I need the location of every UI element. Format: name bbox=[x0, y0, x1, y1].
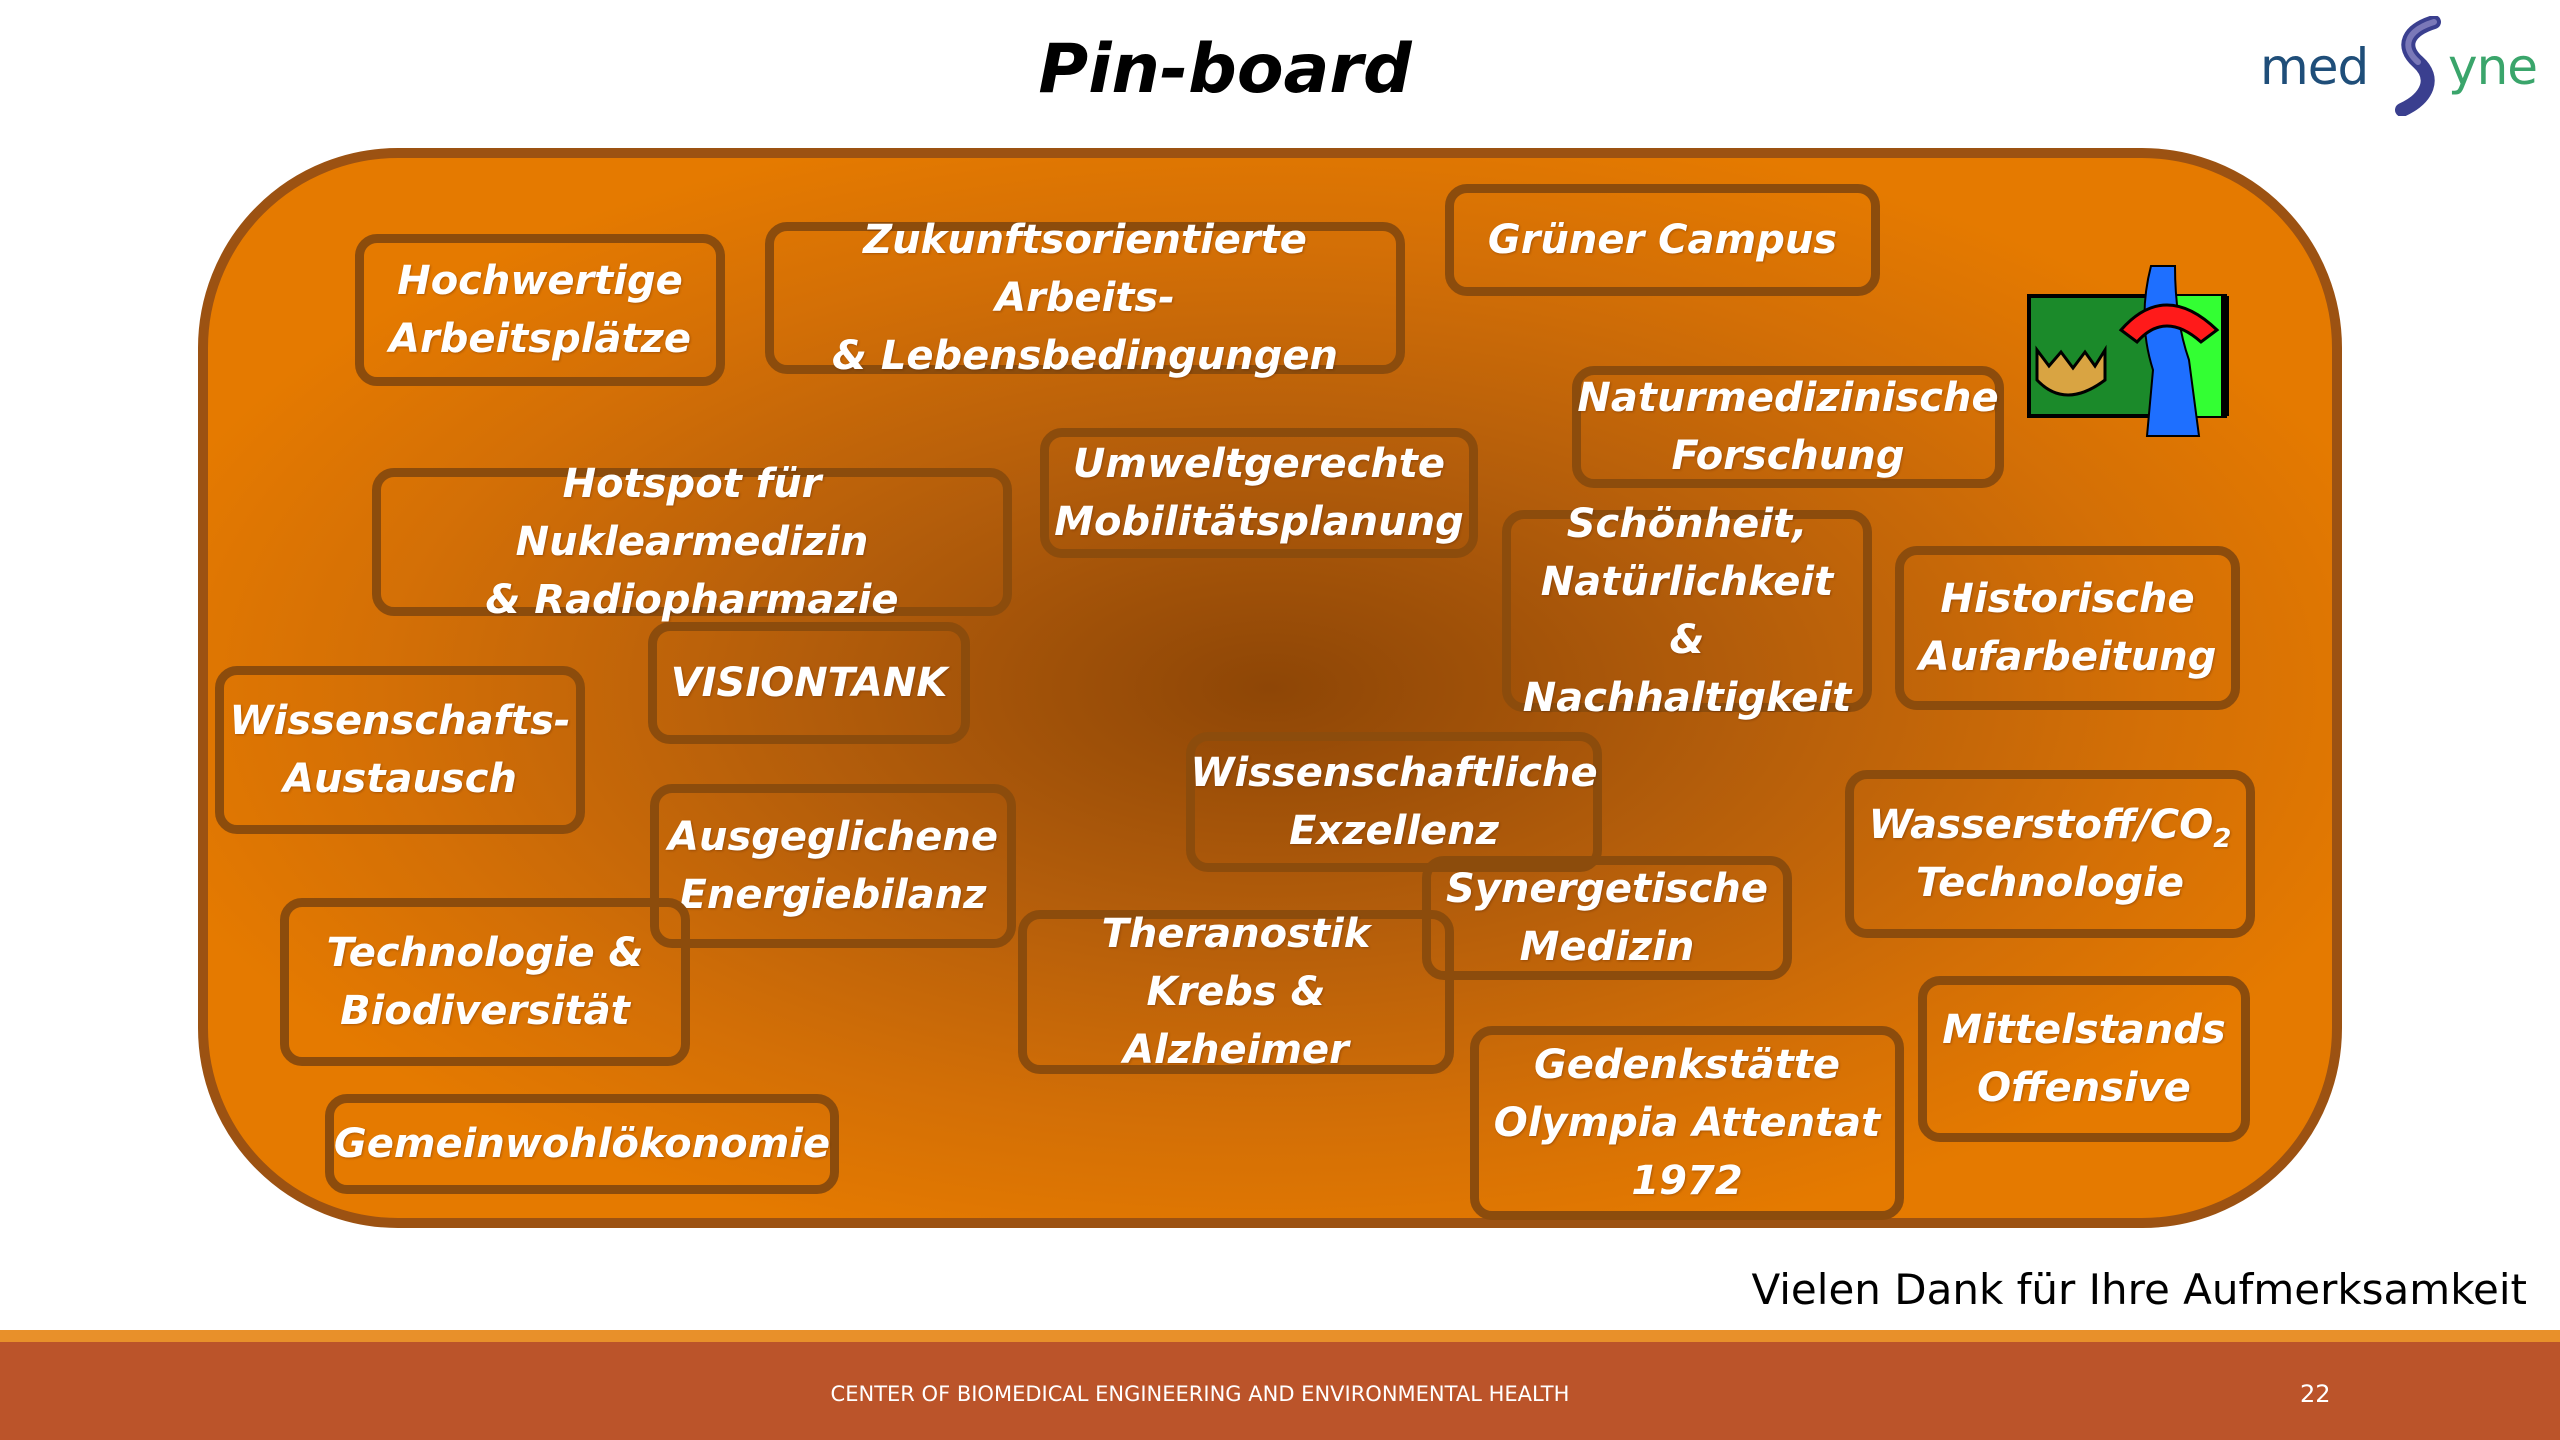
note-mittelstands-offensive: Mittelstands Offensive bbox=[1918, 976, 2250, 1142]
wasserstoff-text: Wasserstoff/CO bbox=[1868, 802, 2214, 848]
note-umweltgerechte-mobilitaet: Umweltgerechte Mobilitätsplanung bbox=[1040, 428, 1478, 558]
technologie-text: Technologie bbox=[1915, 860, 2185, 906]
note-gruener-campus: Grüner Campus bbox=[1445, 184, 1880, 296]
pin-board bbox=[198, 148, 2342, 1228]
logo-text-med: med bbox=[2260, 38, 2369, 96]
thanks-text: Vielen Dank für Ihre Aufmerksamkeit bbox=[1751, 1265, 2527, 1314]
note-synergetische-medizin: Synergetische Medizin bbox=[1422, 856, 1792, 980]
note-theranostik: Theranostik Krebs & Alzheimer bbox=[1018, 910, 1454, 1074]
note-hochwertige-arbeitsplaetze: Hochwertige Arbeitsplätze bbox=[355, 234, 725, 386]
note-historische-aufarbeitung: Historische Aufarbeitung bbox=[1895, 546, 2240, 710]
note-ausgeglichene-energiebilanz: Ausgeglichene Energiebilanz bbox=[650, 784, 1016, 948]
footer-stripe bbox=[0, 1330, 2560, 1342]
note-gedenkstaette: Gedenkstätte Olympia Attentat 1972 bbox=[1470, 1026, 1904, 1220]
note-zukunftsorientierte: Zukunftsorientierte Arbeits- & Lebensbed… bbox=[765, 217, 1405, 379]
note-gemeinwohloekonomie: Gemeinwohlökonomie bbox=[325, 1094, 839, 1194]
logo-text-yne: yne bbox=[2448, 38, 2538, 96]
footer-bar: CENTER OF BIOMEDICAL ENGINEERING AND ENV… bbox=[0, 1342, 2560, 1440]
slide-title: Pin-board bbox=[1038, 30, 1412, 109]
footer-text: CENTER OF BIOMEDICAL ENGINEERING AND ENV… bbox=[830, 1382, 1570, 1406]
medsyne-logo: med yne bbox=[2260, 16, 2540, 116]
note-wissenschaftliche-exzellenz: Wissenschaftliche Exzellenz bbox=[1186, 732, 1602, 872]
page-number: 22 bbox=[2300, 1380, 2331, 1408]
note-schoenheit: Schönheit, Natürlichkeit & Nachhaltigkei… bbox=[1502, 501, 1872, 721]
note-technologie-biodiversitaet: Technologie & Biodiversität bbox=[280, 898, 690, 1066]
co2-subscript: 2 bbox=[2213, 824, 2232, 854]
logo-s-icon bbox=[2395, 16, 2441, 116]
note-hotspot-nuklearmedizin: Hotspot für Nuklearmedizin & Radiopharma… bbox=[372, 461, 1012, 623]
note-naturmedizinische-forschung: Naturmedizinische Forschung bbox=[1572, 366, 2004, 488]
campus-emblem-icon bbox=[2027, 265, 2229, 437]
note-visiontank: VISIONTANK bbox=[648, 622, 970, 744]
note-wissenschafts-austausch: Wissenschafts- Austausch bbox=[215, 666, 585, 834]
